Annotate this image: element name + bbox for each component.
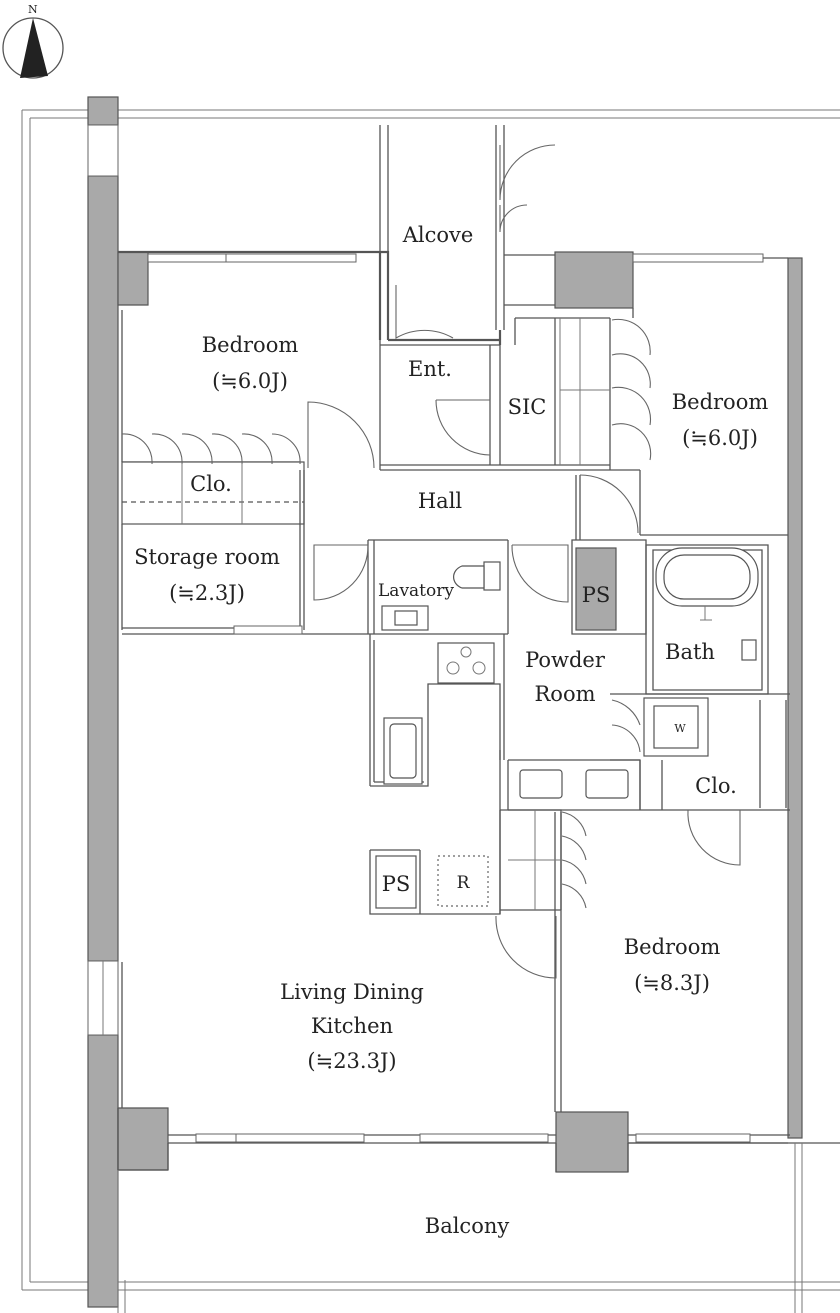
room-size-bedroom-ne: (≒6.0J) xyxy=(682,426,758,450)
compass: N xyxy=(2,3,64,79)
room-label-closet-w: Clo. xyxy=(190,472,232,496)
room-label-powder-line2: Room xyxy=(534,682,595,706)
fixtures xyxy=(375,547,759,909)
room-label-bedroom-nw: Bedroom xyxy=(202,333,299,357)
outer-frame xyxy=(21,109,840,1291)
room-size-storage: (≒2.3J) xyxy=(169,581,245,605)
room-label-bedroom-ne: Bedroom xyxy=(672,390,769,414)
room-size-bedroom-s: (≒8.3J) xyxy=(634,971,710,995)
room-label-powder-line1: Powder xyxy=(525,648,606,672)
vanity-sink-left-icon xyxy=(519,769,563,799)
stove-icon xyxy=(437,642,495,684)
room-label-fridge: R xyxy=(457,873,471,893)
fridge-space xyxy=(437,855,489,907)
room-label-entrance: Ent. xyxy=(408,357,452,381)
room-size-bedroom-nw: (≒6.0J) xyxy=(212,369,288,393)
room-label-ps-kitchen: PS xyxy=(382,872,411,896)
compass-north-label: N xyxy=(28,3,38,16)
room-label-storage: Storage room xyxy=(134,545,280,569)
room-size-ldk: (≒23.3J) xyxy=(307,1049,396,1073)
north-arrow-icon xyxy=(20,18,48,78)
room-label-ps-upper: PS xyxy=(582,583,611,607)
toilet-bowl-icon xyxy=(453,565,485,589)
room-label-hall: Hall xyxy=(418,489,463,513)
room-label-ldk-line1: Living Dining xyxy=(280,980,424,1004)
washer-label: W xyxy=(674,722,686,735)
room-label-bedroom-s: Bedroom xyxy=(624,935,721,959)
room-label-alcove: Alcove xyxy=(402,223,474,247)
room-label-closet-e: Clo. xyxy=(695,774,737,798)
room-label-balcony: Balcony xyxy=(425,1214,510,1238)
shower-faucet-icon xyxy=(741,639,757,661)
room-label-sic: SIC xyxy=(508,395,547,419)
exterior-walls xyxy=(87,96,803,1308)
doors xyxy=(121,144,741,979)
room-label-bath: Bath xyxy=(665,640,715,664)
room-label-ldk-line2: Kitchen xyxy=(311,1014,393,1038)
interior-walls xyxy=(117,125,840,1313)
toilet-tank-icon xyxy=(483,561,501,591)
room-labels: Alcove Bedroom (≒6.0J) Ent. SIC Bedroom … xyxy=(134,223,768,1238)
vanity-sink-right-icon xyxy=(585,769,629,799)
room-label-lavatory: Lavatory xyxy=(378,581,454,601)
